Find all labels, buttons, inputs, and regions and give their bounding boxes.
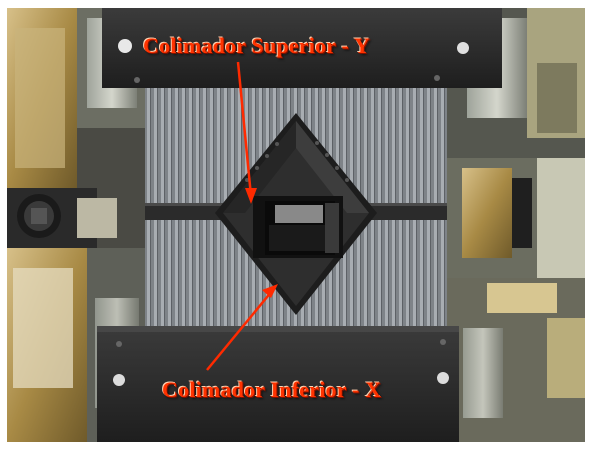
upper-collimator-housing <box>102 8 502 88</box>
collimator-photo <box>7 8 585 442</box>
photo-scene <box>7 8 585 442</box>
right-clip <box>512 178 532 248</box>
upper-collimator-label: Colimador Superior - Y <box>143 33 371 58</box>
lower-collimator-housing <box>97 326 459 442</box>
lower-collimator-label: Colimador Inferior - X <box>162 377 382 402</box>
upper-label-arrow <box>236 61 257 204</box>
lower-label-arrow <box>206 284 278 371</box>
